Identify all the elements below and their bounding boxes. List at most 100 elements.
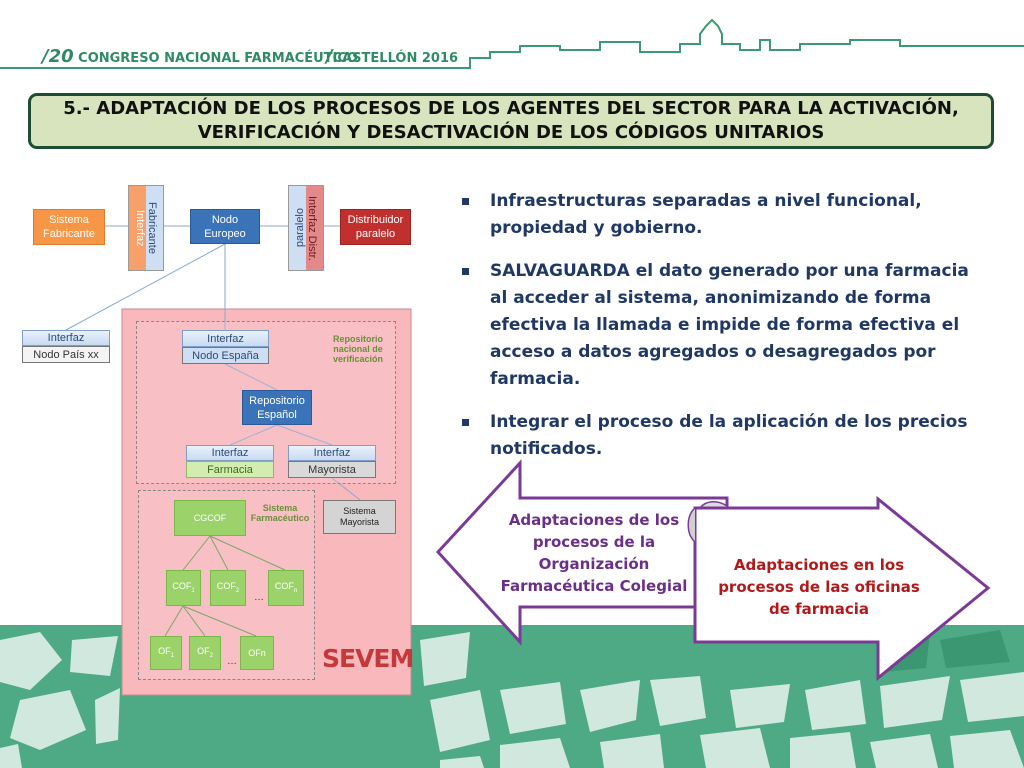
- of2-text: OF: [197, 645, 210, 656]
- sevem-logo: SEVEM: [322, 644, 414, 673]
- of2-node: OF2: [189, 636, 221, 670]
- left-arrow-line1: Adaptaciones de los: [508, 511, 680, 529]
- cof-ellipsis: …: [254, 592, 264, 603]
- cof1-node: COF1: [166, 570, 201, 606]
- left-arrow-line2: procesos de la: [532, 533, 656, 551]
- interfaz-fabricante-b: Fabricante: [146, 202, 158, 254]
- repositorio-espanol-line1: Repositorio: [249, 394, 305, 407]
- header-location: /CASTELLÓN 2016: [326, 46, 458, 67]
- distribuidor-line1: Distribuidor: [347, 214, 404, 226]
- right-arrow-line2: procesos de las oficinas: [718, 578, 920, 596]
- nodo-espana-label: Nodo España: [192, 349, 259, 362]
- farmacia-label: Farmacia: [207, 463, 253, 476]
- interfaz-pais-label: Interfaz: [47, 332, 85, 344]
- sistema-farmaceutico-line1: Sistema: [262, 503, 298, 513]
- interfaz-distr-a: Interfaz Distr.: [306, 195, 318, 261]
- cofn-node: COFn: [268, 570, 304, 606]
- interfaz-farmacia-plate: Interfaz: [186, 445, 274, 461]
- interfaz-espana-plate: Interfaz: [182, 330, 269, 347]
- cofn-text: COF: [274, 580, 294, 591]
- farmacia-plate: Farmacia: [186, 461, 274, 478]
- nodo-espana-plate: Nodo España: [182, 347, 269, 364]
- left-arrow-line3: Organización: [538, 555, 650, 573]
- distribuidor-line2: paralelo: [355, 228, 396, 240]
- interfaz-distr-plate: paralelo Interfaz Distr.: [288, 185, 324, 271]
- of-ellipsis: …: [227, 656, 237, 667]
- interfaz-espana-label: Interfaz: [207, 332, 244, 345]
- of1-text: OF: [158, 645, 171, 656]
- interfaz-fabricante-plate: Interfaz Fabricante: [128, 185, 164, 271]
- interfaz-mayorista-plate: Interfaz: [288, 445, 376, 461]
- bullet-square-icon: [462, 419, 469, 426]
- header-congress: /20 CONGRESO NACIONAL FARMACÉUTICO: [42, 46, 358, 67]
- cof1-sub: 1: [191, 587, 195, 594]
- mayorista-label: Mayorista: [308, 463, 356, 476]
- of1-label: OF1: [158, 644, 174, 663]
- cof1-label: COF1: [172, 579, 194, 598]
- right-arrow-line3: de farmacia: [768, 600, 870, 618]
- header-congress-text: CONGRESO NACIONAL FARMACÉUTICO: [78, 51, 358, 66]
- header-location-text: CASTELLÓN 2016: [332, 51, 459, 66]
- repositorio-nacional-line2: nacional de: [333, 344, 383, 354]
- of1-node: OF1: [150, 636, 182, 670]
- left-arrow-text: Adaptaciones de los procesos de la Organ…: [494, 509, 694, 597]
- bullet-text-1: Infraestructuras separadas a nivel funci…: [490, 191, 922, 238]
- cgcof-label: CGCOF: [193, 513, 227, 523]
- nodo-pais-plate: Nodo País xx: [22, 346, 110, 363]
- nodo-europeo-node: Nodo Europeo: [190, 209, 260, 244]
- slide-title-box: 5.- ADAPTACIÓN DE LOS PROCESOS DE LOS AG…: [28, 93, 994, 149]
- sistema-fabricante-line2: Fabricante: [43, 228, 95, 240]
- sistema-fabricante-line1: Sistema: [49, 214, 89, 226]
- cof2-label: COF2: [217, 579, 239, 598]
- sistema-mayorista-line1: Sistema: [343, 506, 376, 516]
- bullet-square-icon: [462, 198, 469, 205]
- repositorio-espanol-line2: Español: [257, 408, 297, 421]
- cof2-node: COF2: [210, 570, 246, 606]
- sistema-mayorista-line2: Mayorista: [339, 517, 379, 527]
- nodo-pais-label: Nodo País xx: [33, 348, 99, 361]
- sistema-farmaceutico-line2: Farmacéutico: [250, 513, 310, 523]
- mayorista-plate: Mayorista: [288, 461, 376, 478]
- sistema-mayorista-node: Sistema Mayorista: [323, 500, 396, 534]
- bullet-item-1: Infraestructuras separadas a nivel funci…: [460, 188, 980, 242]
- cofn-sub: n: [293, 587, 298, 594]
- cgcof-node: CGCOF: [174, 500, 246, 536]
- right-arrow-line1: Adaptaciones en los: [733, 556, 905, 574]
- ofn-node: OFn: [240, 636, 274, 670]
- interfaz-distr-b: paralelo: [294, 208, 306, 248]
- distribuidor-paralelo-node: Distribuidor paralelo: [340, 209, 411, 245]
- right-arrow-text: Adaptaciones en los procesos de las ofic…: [714, 554, 924, 620]
- repositorio-espanol-node: Repositorio Español: [242, 390, 312, 425]
- cofn-label: COFn: [275, 579, 297, 598]
- left-arrow-line4: Farmacéutica Colegial: [500, 577, 688, 595]
- interfaz-farmacia-label: Interfaz: [211, 447, 249, 459]
- nodo-europeo-line1: Nodo: [211, 213, 239, 226]
- cof1-text: COF: [172, 580, 192, 591]
- bullet-text-3: Integrar el proceso de la aplicación de …: [490, 412, 968, 459]
- repositorio-nacional-line3: verificación: [332, 354, 384, 364]
- sistema-fabricante-node: Sistema Fabricante: [33, 209, 105, 245]
- cof2-sub: 2: [235, 587, 240, 594]
- bullet-text-2: SALVAGUARDA el dato generado por una far…: [490, 261, 969, 389]
- bullet-item-3: Integrar el proceso de la aplicación de …: [460, 409, 980, 463]
- nodo-europeo-line2: Europeo: [204, 227, 246, 240]
- of1-sub: 1: [170, 652, 174, 659]
- interfaz-pais-plate: Interfaz: [22, 330, 110, 346]
- of2-sub: 2: [209, 652, 213, 659]
- repositorio-nacional-label: Repositorio nacional de verificación: [325, 334, 391, 364]
- header-number: /20: [42, 46, 74, 67]
- interfaz-mayorista-label: Interfaz: [313, 447, 351, 459]
- cof2-text: COF: [216, 580, 236, 591]
- sistema-farmaceutico-label: Sistema Farmacéutico: [248, 503, 312, 523]
- interfaz-fabricante-a: Interfaz: [134, 209, 146, 247]
- repositorio-nacional-line1: Repositorio: [332, 334, 383, 344]
- of2-label: OF2: [197, 644, 213, 663]
- bullet-square-icon: [462, 268, 469, 275]
- bullet-item-2: SALVAGUARDA el dato generado por una far…: [460, 258, 980, 393]
- slide-title-line2: VERIFICACIÓN Y DESACTIVACIÓN DE LOS CÓDI…: [197, 122, 825, 143]
- ofn-label: OFn: [248, 648, 266, 658]
- slide-title-line1: 5.- ADAPTACIÓN DE LOS PROCESOS DE LOS AG…: [63, 98, 959, 119]
- bullet-list: Infraestructuras separadas a nivel funci…: [460, 188, 980, 479]
- header-slash: /: [326, 46, 333, 67]
